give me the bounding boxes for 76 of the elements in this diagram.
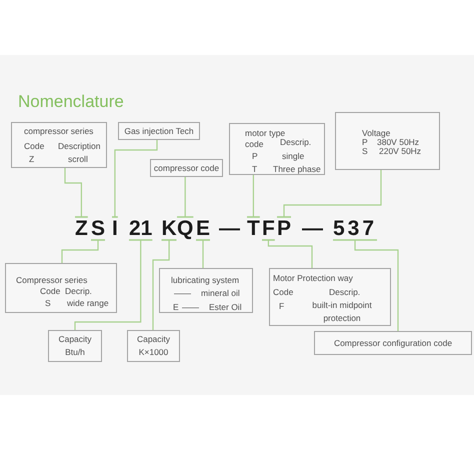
diagram-title: Nomenclature bbox=[18, 92, 124, 112]
unit-text: K×1000 bbox=[138, 346, 168, 359]
code-description: 380V 50Hz bbox=[377, 137, 420, 147]
model-code-label: 537 bbox=[333, 218, 378, 239]
code-value: F bbox=[279, 301, 284, 311]
dash-text: —— bbox=[174, 288, 191, 298]
model-code-label: S bbox=[91, 218, 106, 239]
box-heading: motor type bbox=[245, 128, 286, 138]
callout-box bbox=[5, 263, 117, 313]
code-description: wide range bbox=[67, 298, 109, 308]
column-header: Decrip. bbox=[65, 286, 92, 296]
code-value: P bbox=[362, 137, 368, 147]
model-code-label: I bbox=[112, 218, 118, 239]
column-header: code bbox=[245, 139, 264, 149]
callout-box bbox=[127, 330, 180, 362]
callout-box bbox=[229, 123, 325, 175]
code-description: single bbox=[282, 151, 304, 161]
callout-box bbox=[48, 330, 102, 362]
callout-box bbox=[11, 122, 107, 168]
code-value: S bbox=[362, 146, 368, 156]
callout-box bbox=[118, 122, 200, 140]
callout-box bbox=[269, 268, 391, 326]
leader-line bbox=[195, 239, 211, 268]
box-heading: compressor series bbox=[24, 126, 94, 136]
column-header: Description bbox=[58, 141, 101, 151]
leader-line bbox=[276, 170, 382, 218]
leader-line bbox=[332, 239, 399, 331]
model-code-label: T bbox=[247, 218, 260, 239]
column-header: Descrip. bbox=[280, 137, 312, 147]
model-code-label: Q bbox=[177, 218, 194, 239]
leader-line bbox=[74, 239, 154, 330]
code-value: Z bbox=[29, 154, 34, 164]
box-heading: lubricating system bbox=[171, 275, 240, 285]
code-value: E bbox=[173, 302, 179, 312]
unit-text: Btu/h bbox=[65, 346, 85, 359]
column-header: Code bbox=[273, 287, 294, 297]
leader-line bbox=[246, 175, 261, 218]
callout-box bbox=[159, 268, 253, 313]
callout-box bbox=[150, 159, 223, 177]
box-label: compressor code bbox=[154, 162, 220, 174]
code-description: scroll bbox=[68, 154, 88, 164]
code-value: T bbox=[252, 164, 258, 174]
code-value: P bbox=[252, 151, 258, 161]
model-code-label: Z bbox=[75, 218, 88, 239]
leader-line bbox=[261, 239, 313, 268]
leader-line bbox=[152, 239, 178, 330]
code-value: S bbox=[45, 298, 51, 308]
leader-line bbox=[61, 239, 106, 263]
box-heading: Voltage bbox=[362, 128, 390, 138]
box-heading: Motor Protection way bbox=[273, 273, 353, 283]
callout-box bbox=[314, 331, 472, 355]
model-code-label: K bbox=[162, 218, 177, 239]
box-label: Gas injection Tech bbox=[124, 124, 194, 138]
code-description: Ester Oil bbox=[209, 302, 242, 312]
dash-text: —— bbox=[182, 302, 199, 312]
code-description: mineral oil bbox=[201, 288, 240, 298]
leader-line bbox=[111, 140, 158, 218]
box-heading: Capacity bbox=[136, 333, 170, 346]
model-code-label: F bbox=[262, 218, 275, 239]
model-code-label: 21 bbox=[129, 218, 152, 239]
leader-line bbox=[176, 177, 194, 218]
leader-line bbox=[64, 168, 89, 218]
model-code-label: P bbox=[277, 218, 292, 239]
column-header: Code bbox=[24, 141, 44, 151]
code-description: built-in midpoint protection bbox=[311, 299, 373, 325]
column-header: Code bbox=[40, 286, 60, 296]
code-description: 220V 50Hz bbox=[379, 146, 422, 156]
box-heading: Compressor series bbox=[16, 275, 88, 285]
box-heading: Capacity bbox=[58, 333, 92, 346]
model-code-label: E bbox=[196, 218, 210, 239]
code-description: Three phase bbox=[273, 164, 321, 174]
column-header: Descrip. bbox=[329, 287, 360, 297]
box-label: Compressor configuration code bbox=[334, 336, 452, 350]
code-dash: — bbox=[302, 218, 323, 239]
code-dash: — bbox=[219, 218, 240, 239]
callout-box bbox=[335, 112, 440, 170]
